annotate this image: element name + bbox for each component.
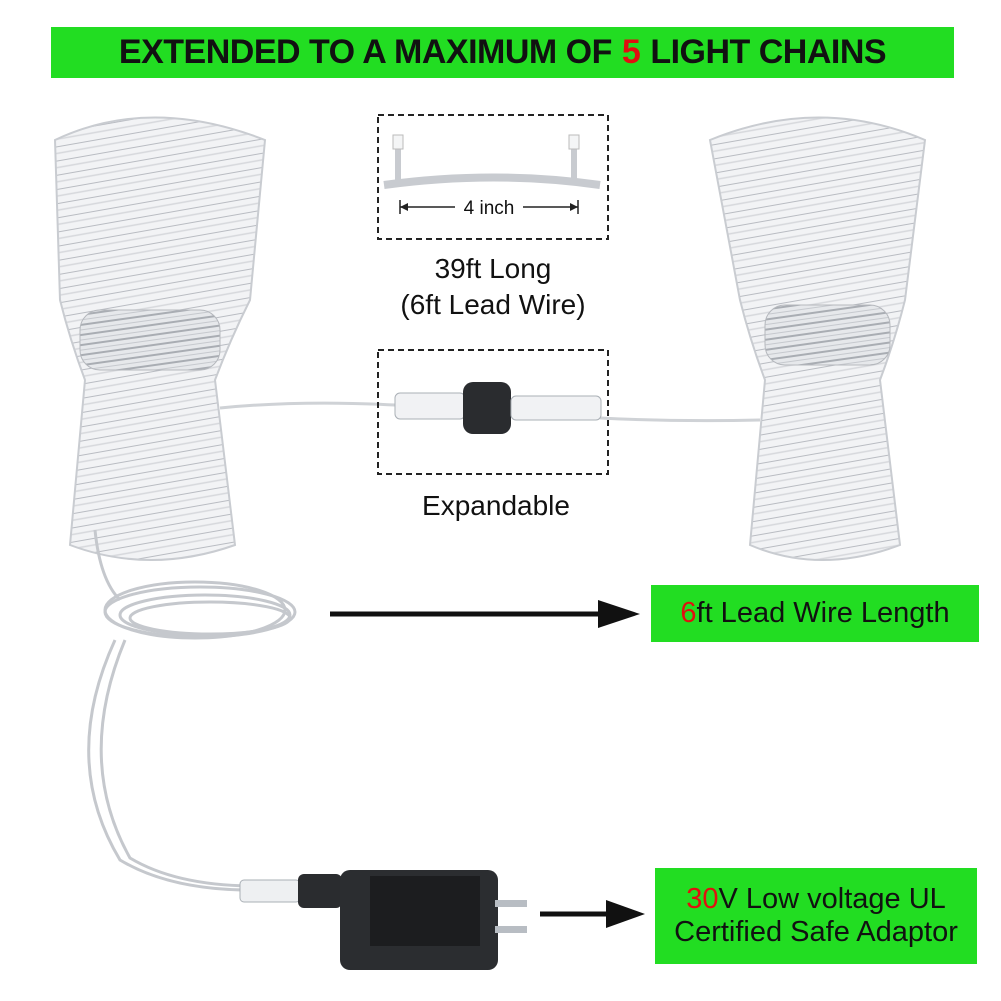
adaptor-arrow [540, 900, 645, 928]
length-line2: (6ft Lead Wire) [400, 289, 586, 320]
connector-nut-icon [463, 382, 511, 434]
adaptor-line1: 30V Low voltage UL [686, 883, 946, 916]
adaptor-number: 30 [686, 882, 719, 915]
headline-prefix: EXTENDED TO A MAXIMUM OF [118, 33, 612, 71]
lead-wire-number: 6 [680, 596, 697, 629]
headline-banner: EXTENDED TO A MAXIMUM OF 5 LIGHT CHAINS [51, 27, 954, 78]
power-adapter [239, 870, 527, 970]
lead-wire-box: 6ft Lead Wire Length [651, 585, 979, 642]
expandable-label: Expandable [422, 490, 570, 521]
spacing-label: 4 inch [464, 198, 515, 219]
lead-wire-coil [87, 529, 297, 892]
spacing-detail-box: 4 inch [377, 114, 609, 240]
adaptor-box: 30V Low voltage UL Certified Safe Adapto… [655, 868, 977, 964]
adaptor-line2: Certified Safe Adaptor [674, 916, 958, 948]
right-light-bundle [708, 116, 927, 561]
headline-number: 5 [621, 33, 641, 71]
length-caption: 39ft Long (6ft Lead Wire) [378, 253, 608, 321]
connector-detail-box [377, 349, 609, 475]
length-line1: 39ft Long [434, 253, 552, 284]
headline-suffix: LIGHT CHAINS [650, 33, 887, 71]
lead-wire-text: 6ft Lead Wire Length [680, 597, 949, 630]
lead-wire-arrow [330, 600, 640, 628]
left-light-bundle [53, 116, 267, 561]
adaptor-line1-rest: V Low voltage UL [718, 882, 946, 915]
lead-wire-rest: ft Lead Wire Length [696, 596, 950, 629]
